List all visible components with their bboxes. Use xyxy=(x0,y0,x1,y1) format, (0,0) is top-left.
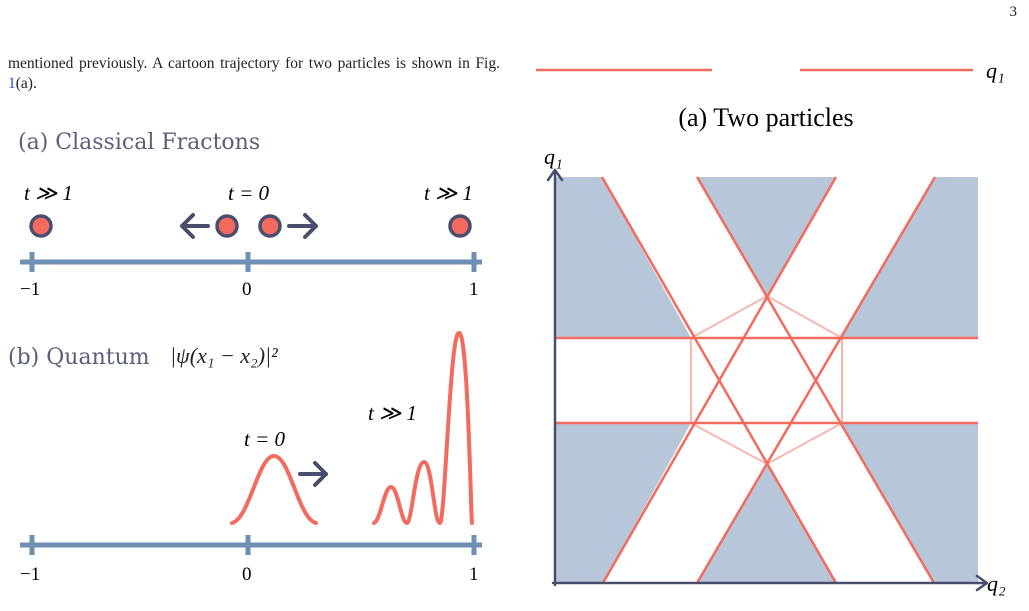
shaded-region-top-left xyxy=(555,177,691,338)
classical-tick-label-left: −1 xyxy=(20,279,40,300)
y-axis-arrow-icon xyxy=(546,168,564,182)
particle-right-initial xyxy=(258,214,282,238)
particle-right-late xyxy=(448,214,472,238)
top-axis-label: q₁ xyxy=(986,58,1005,83)
wavepacket-arrow-icon xyxy=(298,461,328,487)
panel-a-title: (a) Classical Fractons xyxy=(18,130,261,155)
x-axis-label: q₂ xyxy=(987,571,1006,596)
body-text-tail: (a). xyxy=(15,75,37,92)
particle-left-late xyxy=(29,214,53,238)
figure-caption: (a) Two particles xyxy=(678,103,853,132)
shaded-region-top-right xyxy=(842,177,978,338)
classical-tick-label-right: 1 xyxy=(469,279,479,300)
shaded-region-top-center xyxy=(697,177,836,296)
late-time-wavefunction xyxy=(372,330,474,525)
hexagon-outline xyxy=(690,294,843,466)
page-number: 3 xyxy=(1009,4,1018,20)
arrow-right-icon xyxy=(287,213,318,239)
quantum-panel: −1 0 1 t = 0 t ≫ 1 xyxy=(20,330,482,585)
quantum-tick-label-right: 1 xyxy=(469,564,479,585)
two-particle-plot: q₁ q₂ xyxy=(544,144,1006,596)
shaded-region-bottom-right xyxy=(842,423,978,583)
quantum-tick-label-center: 0 xyxy=(242,564,252,585)
initial-wavepacket xyxy=(230,453,318,525)
panel-b-formula: |ψ(x₁ − x₂)|² xyxy=(170,343,278,368)
body-text-lead: mentioned previously. A cartoon trajecto… xyxy=(8,55,500,72)
shaded-region-bottom-left xyxy=(555,423,691,583)
time-label-center: t = 0 xyxy=(228,181,270,205)
body-paragraph: mentioned previously. A cartoon trajecto… xyxy=(8,54,500,94)
diagonal-line-3 xyxy=(601,176,838,584)
top-subfigure-remnant: q₁ xyxy=(536,58,1005,83)
quantum-time-label-initial: t = 0 xyxy=(244,427,286,451)
classical-panel: −1 0 1 t ≫ 1 t = 0 t ≫ 1 xyxy=(20,181,482,300)
quantum-time-label-late: t ≫ 1 xyxy=(368,401,417,425)
quantum-tick-label-left: −1 xyxy=(20,564,40,585)
shaded-region-bottom-center xyxy=(697,464,836,583)
arrow-left-icon xyxy=(180,213,210,239)
x-axis-arrow-icon xyxy=(975,574,989,592)
particle-left-initial xyxy=(215,214,239,238)
classical-tick-label-center: 0 xyxy=(242,279,252,300)
time-label-left: t ≫ 1 xyxy=(24,181,73,205)
figure-reference-link[interactable]: 1 xyxy=(8,75,16,92)
trajectory-lines xyxy=(555,176,978,584)
time-label-right: t ≫ 1 xyxy=(424,181,473,205)
diagonal-line-4 xyxy=(695,176,937,584)
panel-b-title: (b) Quantum xyxy=(8,345,150,370)
y-axis-label: q₁ xyxy=(544,144,563,169)
